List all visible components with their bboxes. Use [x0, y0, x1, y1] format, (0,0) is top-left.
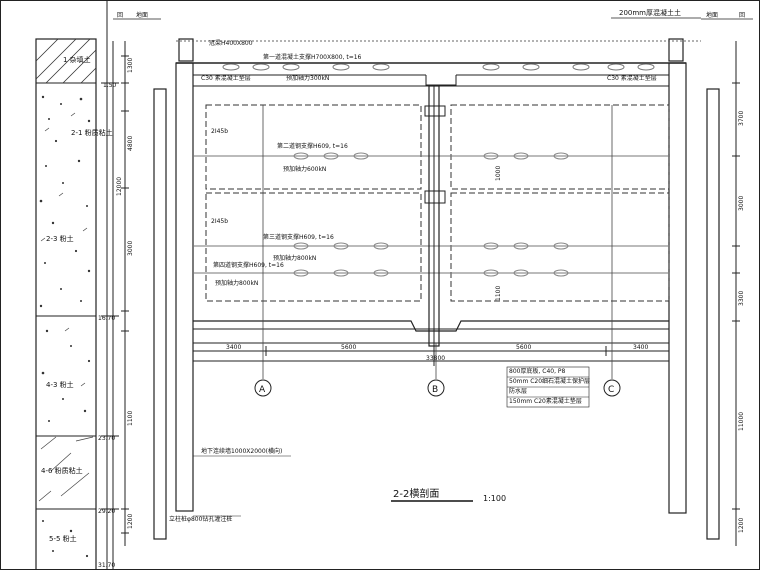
dim-1000: 1000 [495, 166, 502, 181]
depth-label: 29.20 [98, 508, 115, 515]
dim-label: 3000 [738, 196, 745, 211]
inner-frames [205, 104, 670, 302]
dim-label: 1300 [127, 58, 134, 73]
soil-layer-label: 4-6 粉质粘土 [41, 466, 83, 475]
left-dimension-chain: 1300 4800 12000 3000 1100 1200 [116, 41, 134, 546]
depth-axis [101, 1, 119, 569]
dim-label: 3700 [738, 111, 745, 126]
strut-2-force: 预加轴力600kN [283, 165, 326, 173]
diaphragm-walls [153, 38, 720, 540]
right-mark: 回 [739, 12, 745, 19]
strut-1-pipes [222, 63, 655, 71]
axis-label-b: B [432, 385, 438, 395]
bottom-dimension [192, 346, 670, 366]
base-note-4: 150mm C20素混凝土垫层 [509, 397, 582, 405]
ground-label-right: 地面 [706, 11, 718, 19]
dim-1100: 1100 [495, 286, 502, 301]
drawing-title-block: 2-2横剖面 1:100 [391, 487, 506, 503]
dim-label: 3300 [738, 291, 745, 306]
drawing-title: 2-2横剖面 [393, 487, 439, 500]
strut-3-label: 第三道钢支撑H609, t=16 [263, 233, 334, 241]
dim-label: 12000 [116, 177, 123, 196]
strut-4-force: 预加轴力800kN [215, 279, 258, 287]
soil-layer-label: 1 杂填土 [63, 55, 91, 64]
dim-label: 1200 [127, 514, 134, 529]
axis-bubbles: A B C [254, 379, 621, 397]
depth-label: 31.70 [98, 562, 115, 569]
strut-3-force: 预加轴力800kN [273, 254, 316, 262]
strut-1-force: 预加轴力300kN [286, 74, 329, 82]
dim-label: 11000 [738, 412, 745, 431]
dim-label: 3400 [633, 344, 648, 351]
pile-note: 立柱桩φ800钻孔灌注桩 [169, 515, 232, 523]
dim-label: 5600 [341, 344, 356, 351]
dim-label: 3000 [127, 241, 134, 256]
depth-label: 16.70 [98, 315, 115, 322]
depth-label: 23.70 [98, 435, 115, 442]
dim-label: 4800 [127, 136, 134, 151]
right-dimension-chain: 3700 3000 3300 11000 1200 [732, 41, 745, 546]
base-note-1: 800厚底板, C40, P8 [509, 367, 566, 375]
c30-right-label: C30 素混凝土垫层 [607, 74, 657, 82]
dim-label: 1100 [127, 411, 134, 426]
strut-pipes [293, 152, 569, 277]
soil-layer-label: 2-1 粉质粘土 [71, 128, 113, 137]
drawing-scale: 1:100 [483, 494, 506, 503]
strut-1-label: 第一道混凝土支撑H700X800, t=16 [263, 53, 362, 61]
soil-layer-label: 5-5 粉土 [49, 534, 77, 543]
strut-2-label: 第二道钢支撑H609, t=16 [277, 142, 348, 150]
ground-label-left: 地面 [136, 11, 148, 19]
axis-lines [262, 105, 613, 379]
c30-left-label: C30 素混凝土垫层 [201, 74, 251, 82]
waling-2-label: 2I45b [211, 218, 228, 225]
dim-label: 5600 [516, 344, 531, 351]
strut-4-label: 第四道钢支撑H609, t=16 [213, 261, 284, 269]
axis-label-c: C [608, 385, 614, 395]
base-note-3: 防水层 [509, 387, 527, 395]
steel-struts [193, 155, 669, 274]
central-column [424, 85, 446, 347]
dim-label: 3400 [226, 344, 241, 351]
left-mark: 回 [117, 12, 123, 19]
fill-note: 200mm厚混凝土土 [619, 8, 681, 17]
bottom-slab [193, 320, 669, 344]
base-note-2: 50mm C20细石混凝土保护层 [509, 377, 590, 385]
waling-1-label: 2I45b [211, 128, 228, 135]
soil-layer-label: 4-3 粉土 [46, 380, 74, 389]
dim-label: 1200 [738, 518, 745, 533]
axis-label-a: A [259, 385, 266, 395]
depth-label: 1.50 [103, 82, 117, 89]
wall-note: 地下连续墙1000X2000(横向) [201, 447, 282, 455]
soil-layer-label: 2-3 粉土 [46, 234, 74, 243]
soil-column: 1 杂填土 2-1 粉质粘土 2-3 粉土 4-3 粉土 4-6 粉质粘土 5-… [35, 38, 113, 569]
pile-cap-note: 冠梁H400X800 [209, 39, 253, 47]
